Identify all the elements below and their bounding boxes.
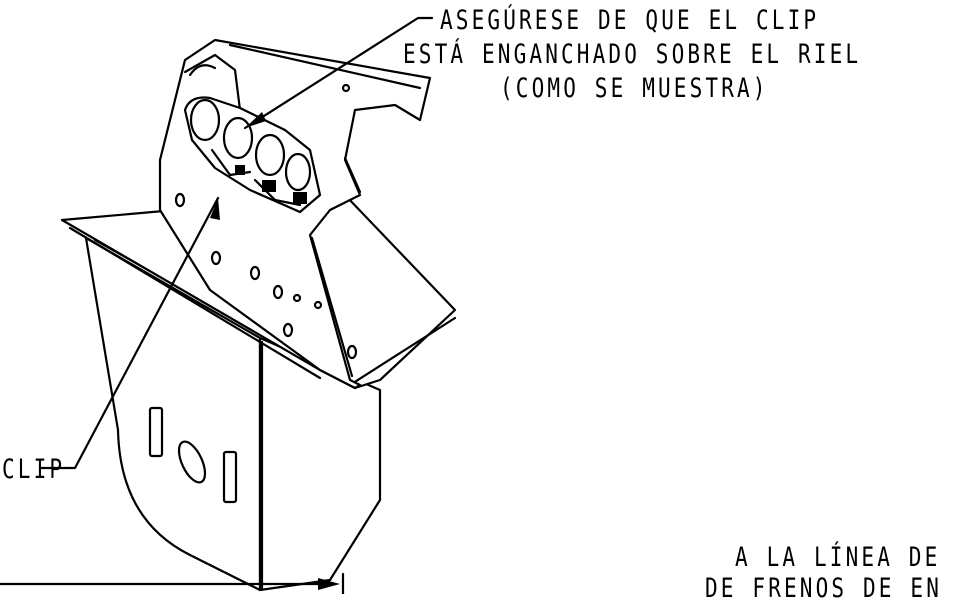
lower-bracket <box>84 236 382 592</box>
clip-label: CLIP <box>2 454 66 485</box>
callout-line-1: ASEGÚRESE DE QUE EL CLIP <box>440 5 820 36</box>
callout-bottom-line-1: A LA LÍNEA DE <box>735 542 941 573</box>
leader-lines <box>0 16 434 596</box>
callout-line-2: ESTÁ ENGANCHADO SOBRE EL RIEL <box>403 39 862 70</box>
callout-line-3: (COMO SE MUESTRA) <box>500 73 769 104</box>
callout-bottom-line-2: DE FRENOS DE EN <box>705 573 942 604</box>
